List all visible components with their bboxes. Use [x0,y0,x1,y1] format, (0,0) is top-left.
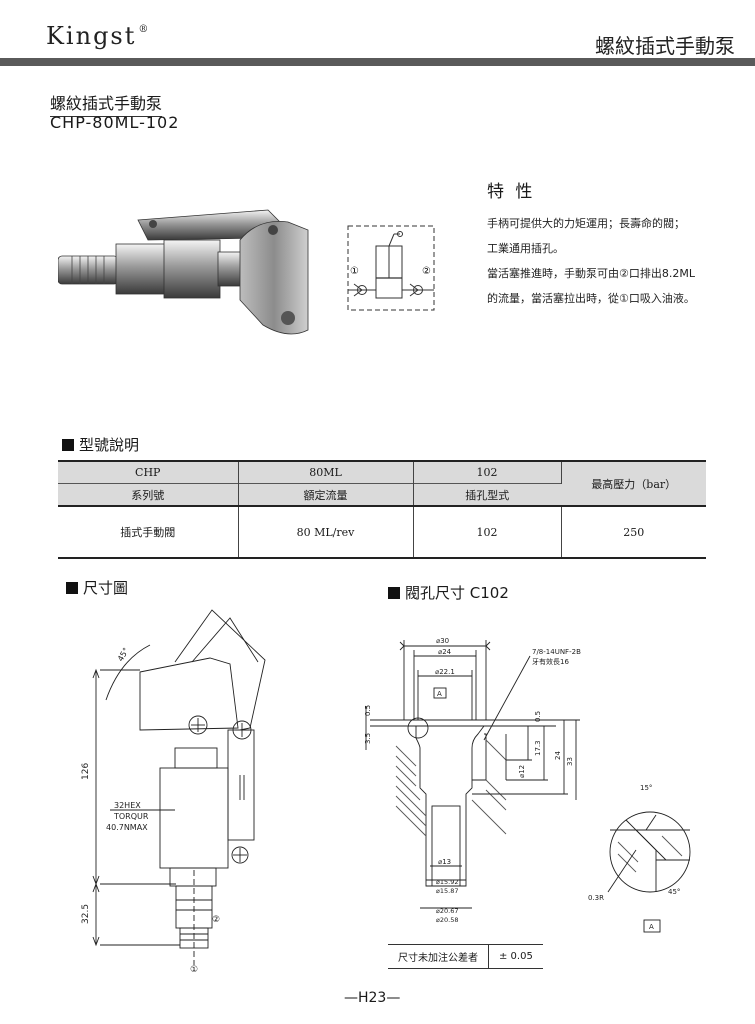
table-cell: 102 [413,505,562,559]
cavity-section-heading: 閥孔尺寸 C102 [388,582,509,603]
dim-d12: ⌀12 [518,765,526,778]
model-table: CHP 80ML 102 最高壓力（bar） 系列號 額定流量 插孔型式 插式手… [58,460,706,559]
table-cell: 插孔型式 [413,483,561,506]
detail-angle-45: 45° [668,888,680,896]
schematic-port-1: ① [350,266,359,277]
dim-05-left: 0.5 [364,705,372,716]
hex-note-line: TORQUR [113,812,149,821]
dim-d30: ⌀30 [436,637,449,645]
tolerance-label: 尺寸未加注公差者 [388,944,489,969]
table-row: 插式手動閥 80 ML/rev 102 250 [58,505,706,559]
table-cell: 插式手動閥 [58,505,239,559]
tolerance-value: ± 0.05 [487,944,543,969]
feature-line: 手柄可提供大的力矩運用；長壽命的閥； [487,217,685,230]
bullet-square-icon [388,587,400,599]
feature-line: 工業通用插孔。 [487,242,564,255]
dim-05-right: 0.5 [534,711,542,722]
dim-d1587: ⌀15.87 [436,887,459,895]
max-pressure-header: 最高壓力（bar） [561,460,706,506]
table-cell: 80ML [238,460,414,484]
dim-d24: ⌀24 [438,648,452,656]
product-photo [58,209,309,335]
header-divider [0,58,755,66]
detail-label-a: A [649,923,654,931]
brand-name: Kingst [46,22,137,50]
hydraulic-schematic: ① ② [347,225,435,311]
dim-35: 3.5 [364,733,372,744]
feature-line: 的流量，當活塞拉出時，從①口吸入油液。 [487,292,695,305]
product-name: 螺紋插式手動泵 [50,90,163,117]
table-cell: 102 [413,460,562,484]
port-2-label: ② [212,915,220,925]
height-total-label: 126 [81,763,91,780]
thread-depth: 牙有效長16 [532,657,569,666]
height-lower-label: 32.5 [81,904,91,924]
table-row: 系列號 額定流量 插孔型式 [58,483,706,506]
dim-d2067: ⌀20.67 [436,907,459,915]
dimension-section-title: 尺寸圖 [83,579,129,597]
model-section-title: 型號說明 [79,436,140,454]
brand-logo: Kingst® [46,22,150,50]
cavity-section-title: 閥孔尺寸 C102 [405,584,509,602]
page-number: —H23— [344,990,401,1006]
dim-d2058: ⌀20.58 [436,916,459,924]
dimension-drawing: 126 32.5 45° 32HEX TORQUR 40.7NMAX ② ① [81,609,266,975]
bullet-square-icon [62,439,74,451]
detail-ref-a: A [437,690,442,698]
table-cell: CHP [58,460,239,484]
dim-d13: ⌀13 [438,858,451,866]
dim-33: 33 [566,757,574,766]
dim-d22: ⌀22.1 [435,668,455,676]
dim-173: 17.3 [534,740,542,756]
table-cell: 額定流量 [238,483,414,506]
header-title: 螺紋插式手動泵 [595,34,735,58]
cavity-drawing: ⌀30 ⌀24 ⌀22.1 7/8-14UNF-2B 牙有效長16 A 0.5 … [364,637,691,933]
table-cell: 系列號 [58,483,239,506]
feature-line: 當活塞推進時，手動泵可由②口排出8.2ML [487,267,695,280]
table-cell: 250 [561,505,706,559]
dimension-section-heading: 尺寸圖 [66,577,128,598]
model-section-heading: 型號說明 [62,434,139,455]
registered-mark: ® [138,24,151,35]
tolerance-note: 尺寸未加注公差者± 0.05 [388,944,543,969]
dim-d1592: ⌀15.92 [436,878,459,886]
thread-spec: 7/8-14UNF-2B [532,648,581,656]
dim-24: 24 [554,751,562,760]
port-1-label: ① [190,965,198,975]
hex-note-line: 32HEX [114,801,141,810]
schematic-port-2: ② [422,266,431,277]
bullet-square-icon [66,582,78,594]
detail-angle-15: 15° [640,784,652,792]
hex-note-line: 40.7NMAX [106,823,148,832]
detail-radius: 0.3R [588,894,604,902]
table-cell: 80 ML/rev [238,505,414,559]
features-heading: 特 性 [487,182,536,202]
product-model: CHP-80ML-102 [50,113,180,132]
table-row: CHP 80ML 102 最高壓力（bar） [58,460,706,506]
